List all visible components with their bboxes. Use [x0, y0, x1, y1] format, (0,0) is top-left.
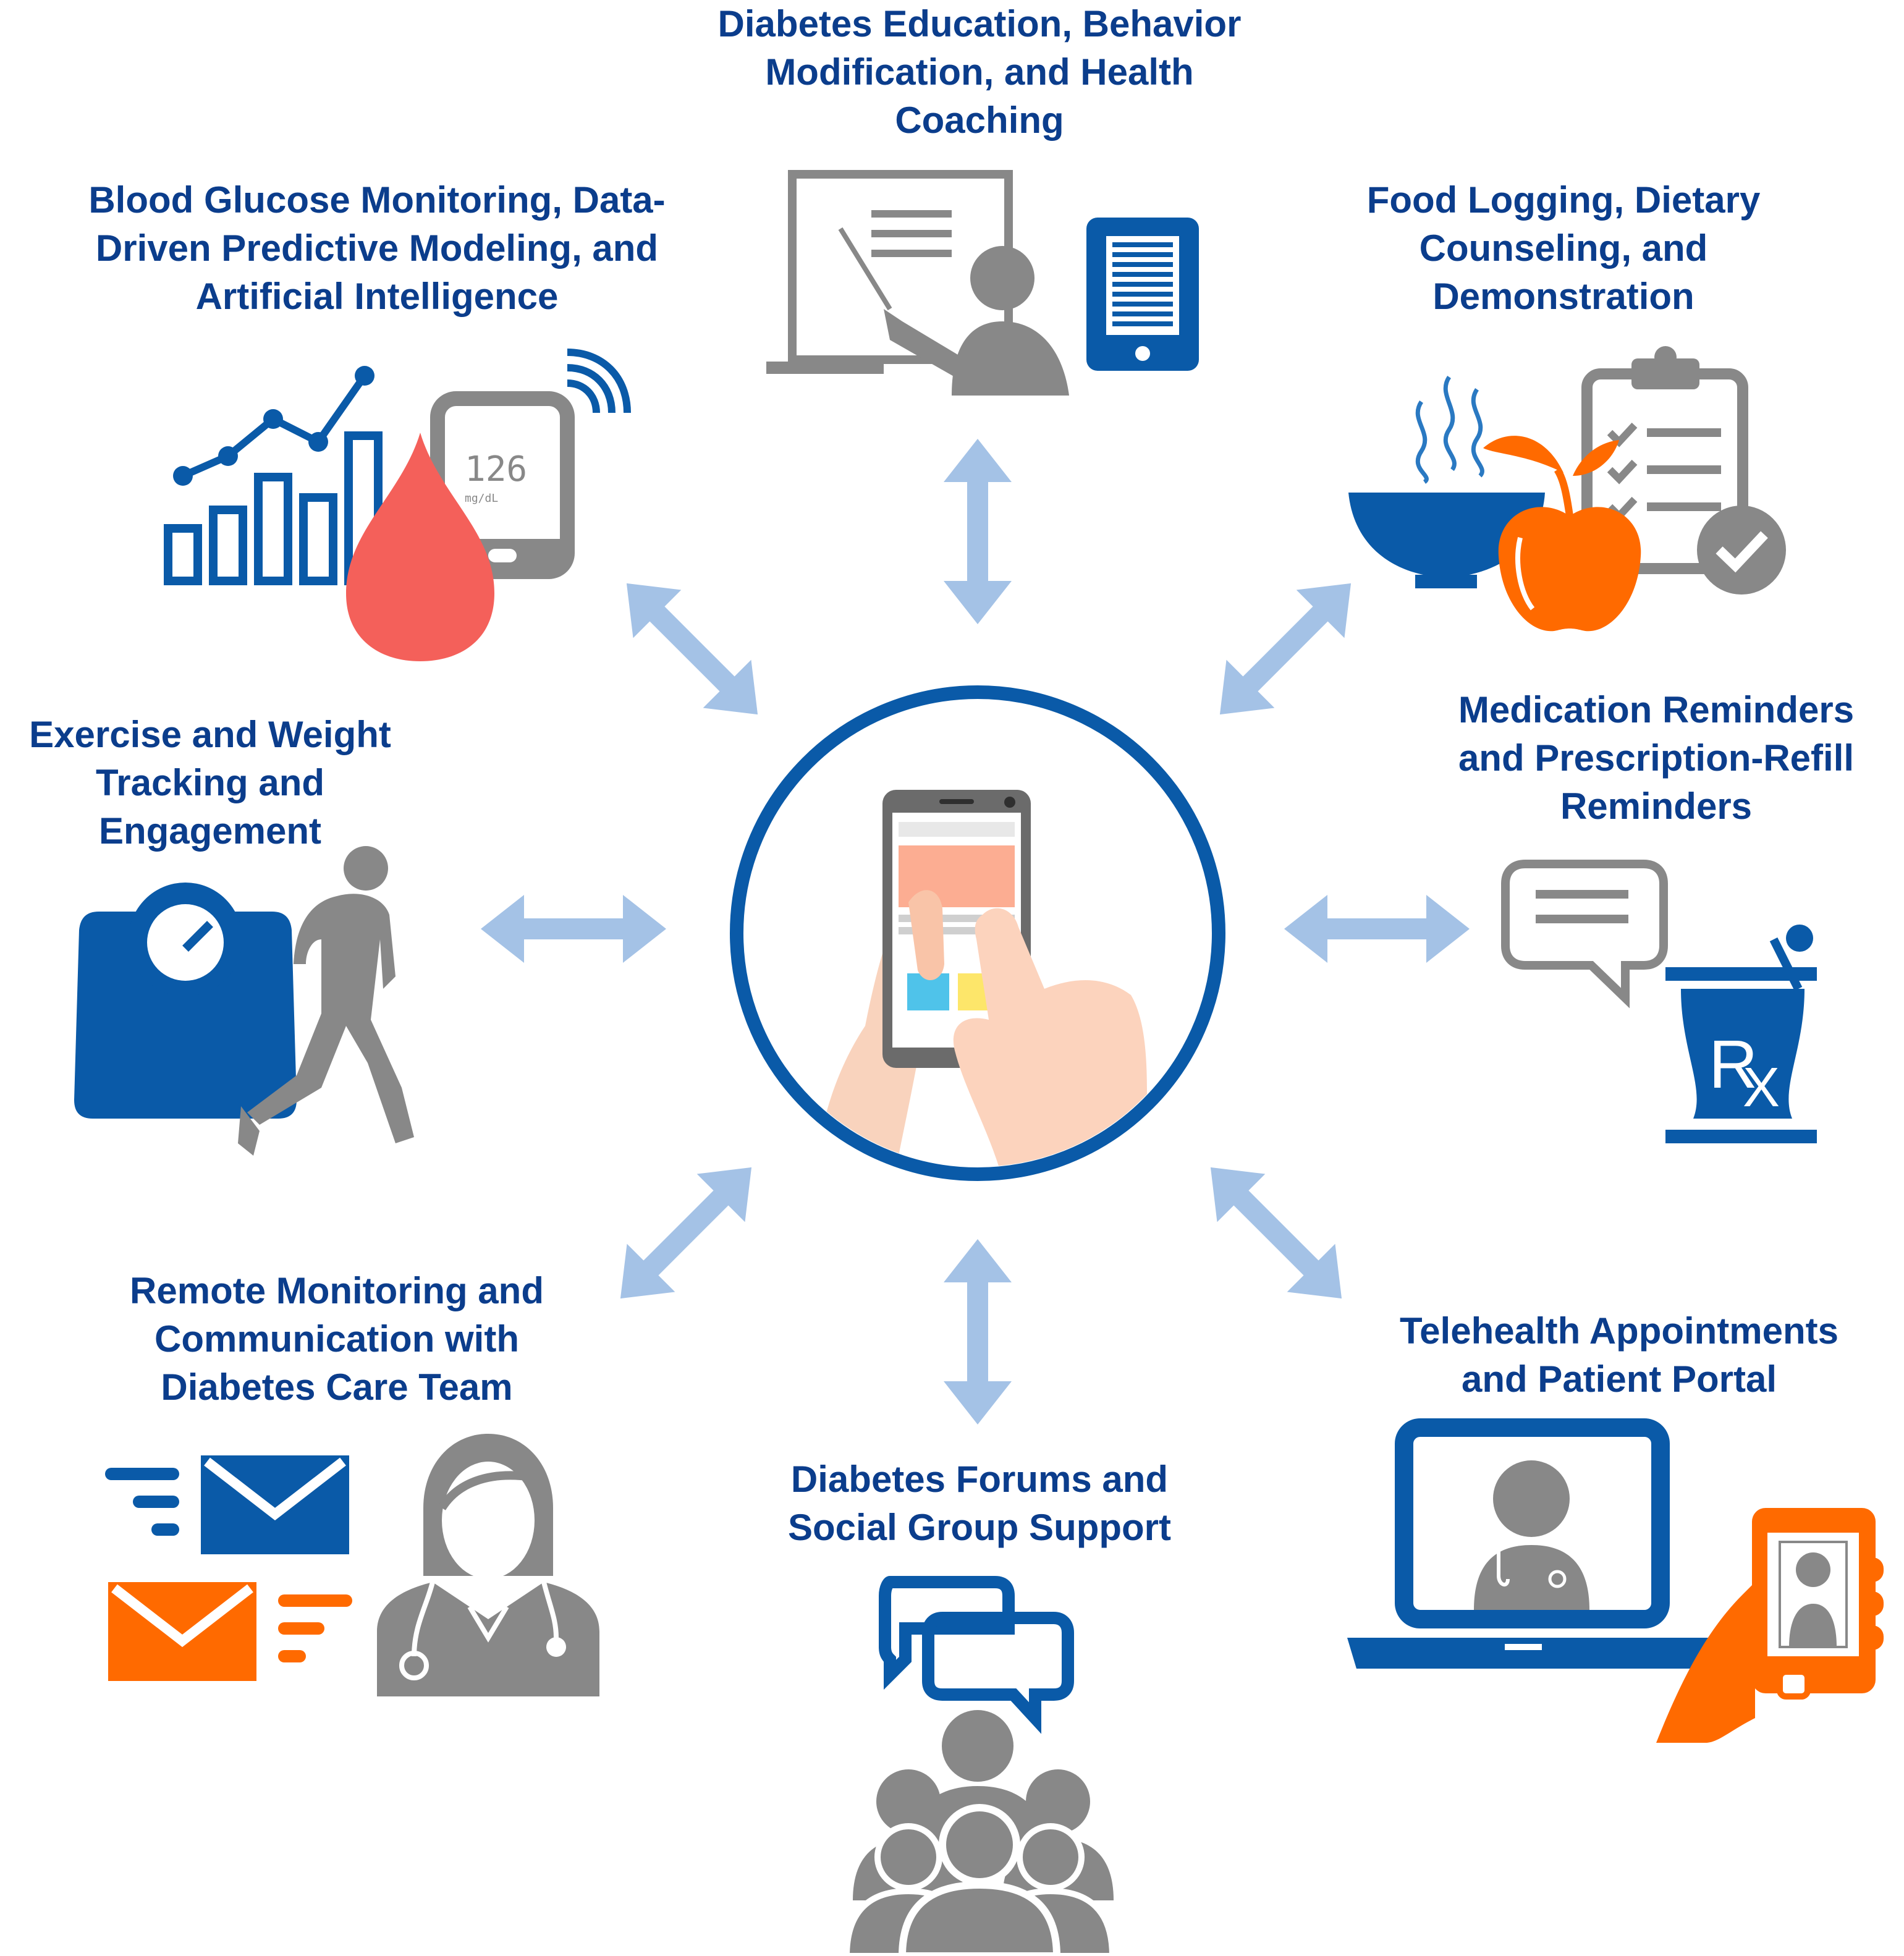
- label-line: Telehealth Appointments: [1399, 1310, 1839, 1352]
- label-line: Food Logging, Dietary: [1366, 179, 1761, 221]
- label-line: Exercise and Weight: [29, 714, 391, 755]
- label-line: Communication with: [154, 1318, 519, 1360]
- hands-smartphone-icon: [730, 685, 1225, 1181]
- arrow-food: [1219, 583, 1352, 715]
- walking-person-icon: [238, 846, 414, 1156]
- hand-phone-doctor-icon: [1656, 1508, 1884, 1743]
- svg-text:X: X: [1743, 1057, 1780, 1119]
- label-line: Diabetes Education, Behavior: [717, 3, 1242, 44]
- svg-text:R: R: [1709, 1027, 1758, 1103]
- label-line: Social Group Support: [787, 1507, 1171, 1548]
- label-line: and Prescription-Refill: [1458, 737, 1855, 779]
- arrow-glucose: [626, 583, 758, 715]
- label-remote: Remote Monitoring and Communication with…: [74, 1267, 599, 1412]
- label-line: Demonstration: [1432, 276, 1695, 317]
- label-line: Tracking and: [95, 762, 325, 803]
- label-medication: Medication Reminders and Prescription-Re…: [1415, 686, 1897, 831]
- label-line: Engagement: [98, 810, 322, 852]
- laptop-doctor-icon: [1347, 1418, 1712, 1669]
- tablet-document-icon: [1086, 218, 1199, 371]
- group-people-icon: [843, 1710, 1116, 1956]
- doctor-stethoscope-icon: [377, 1434, 599, 1696]
- arrow-remote: [620, 1167, 752, 1299]
- weight-scale-icon: [74, 883, 297, 1119]
- label-line: Coaching: [895, 99, 1064, 141]
- blood-drop-icon: [346, 433, 494, 661]
- chat-bubbles-icon: [879, 1576, 1074, 1734]
- label-line: and Patient Portal: [1461, 1358, 1777, 1400]
- speech-bubble-icon: [1501, 860, 1668, 1009]
- label-line: Blood Glucose Monitoring, Data-: [88, 179, 666, 221]
- meter-value: 126: [465, 449, 527, 489]
- label-line: Driven Predictive Modeling, and: [95, 227, 659, 269]
- label-line: Modification, and Health: [765, 51, 1194, 93]
- steaming-bowl-icon: [1348, 376, 1545, 588]
- arrow-telehealth: [1210, 1167, 1342, 1299]
- label-line: Diabetes Care Team: [161, 1366, 513, 1408]
- label-glucose: Blood Glucose Monitoring, Data- Driven P…: [25, 176, 729, 321]
- label-line: Medication Reminders: [1458, 689, 1855, 730]
- rx-mortar-icon: R X: [1665, 925, 1817, 1143]
- label-telehealth: Telehealth Appointments and Patient Port…: [1335, 1307, 1903, 1403]
- bar-line-chart-icon: [164, 366, 383, 585]
- apple-icon: [1483, 436, 1641, 632]
- meter-unit: mg/dL: [465, 492, 498, 505]
- label-forums: Diabetes Forums and Social Group Support: [717, 1455, 1242, 1552]
- label-line: Counseling, and: [1419, 227, 1708, 269]
- label-exercise: Exercise and Weight Tracking and Engagem…: [0, 711, 420, 855]
- connector-arrows: [481, 439, 1470, 1425]
- arrow-medication: [1284, 895, 1470, 963]
- label-line: Reminders: [1560, 785, 1753, 827]
- presentation-board-icon: [766, 170, 1069, 396]
- arrow-education: [944, 439, 1012, 624]
- label-food: Food Logging, Dietary Counseling, and De…: [1310, 176, 1817, 321]
- label-line: Diabetes Forums and: [790, 1459, 1169, 1500]
- arrow-exercise: [481, 895, 666, 963]
- label-education: Diabetes Education, Behavior Modificatio…: [643, 0, 1316, 145]
- email-envelope-icon: [105, 1455, 352, 1681]
- arrow-forums: [944, 1239, 1012, 1425]
- label-line: Artificial Intelligence: [195, 276, 559, 317]
- label-line: Remote Monitoring and: [130, 1270, 544, 1311]
